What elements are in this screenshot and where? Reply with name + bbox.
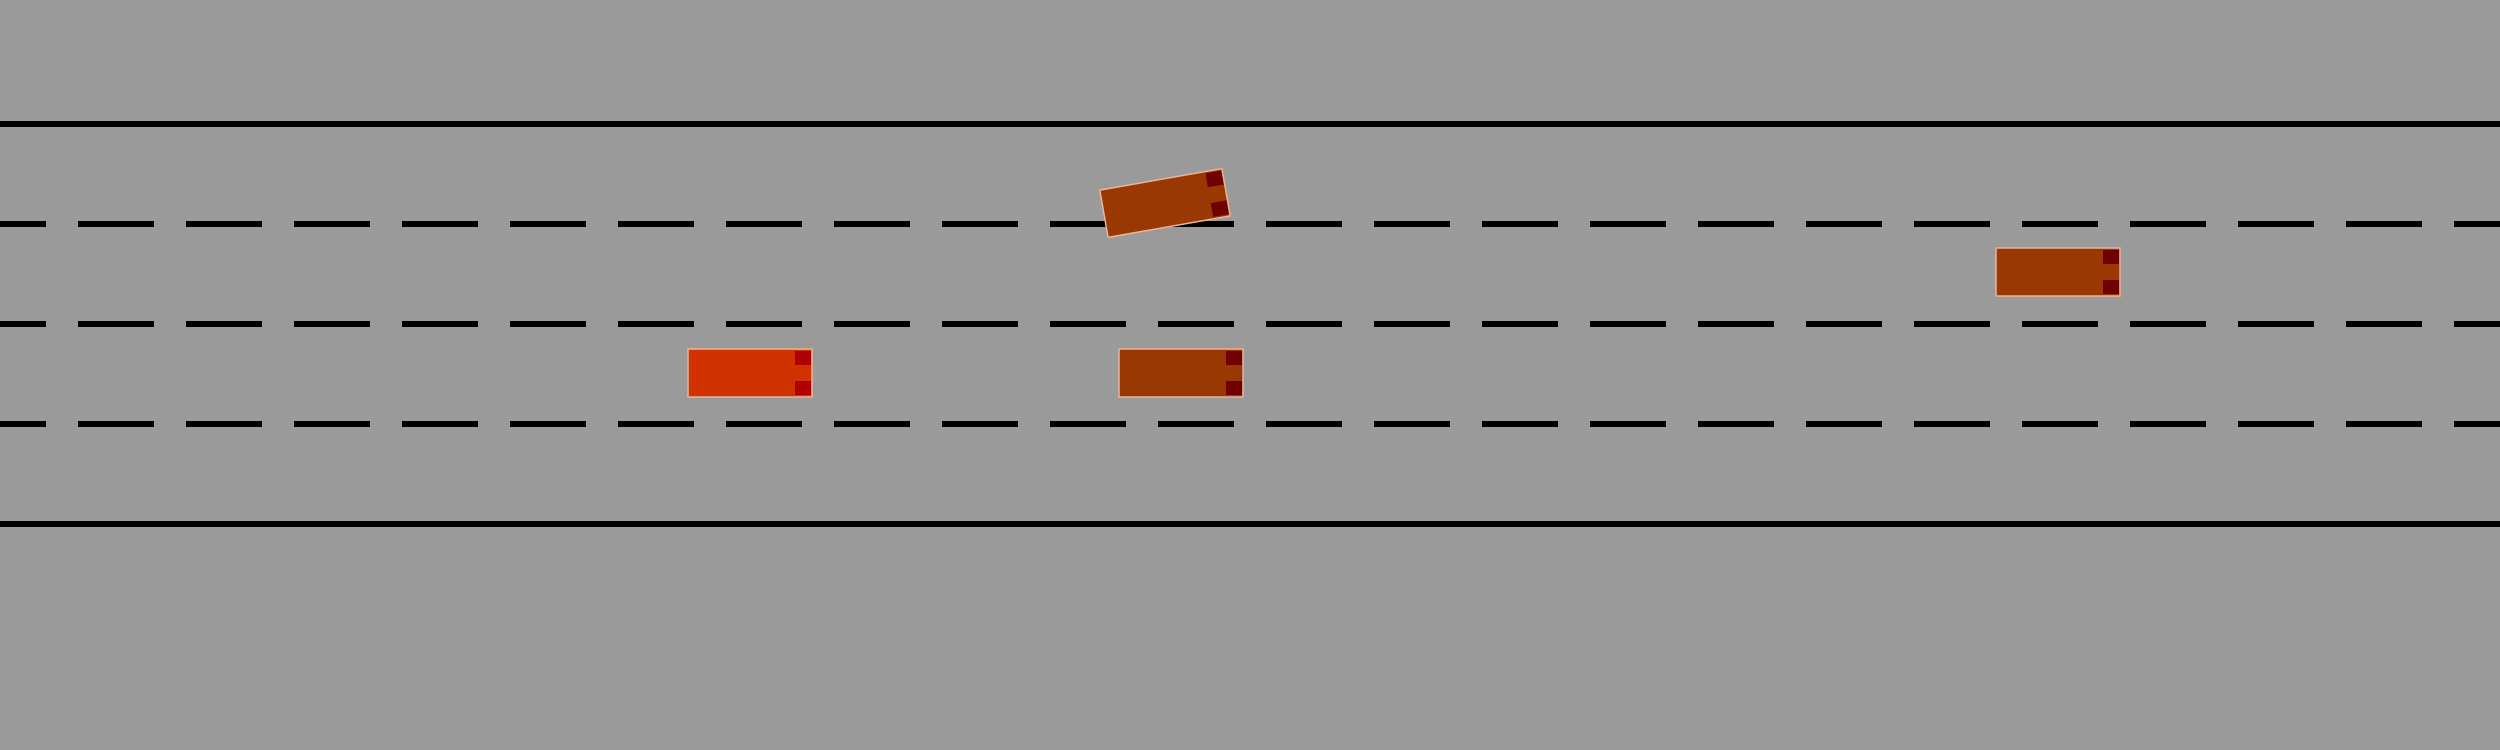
front-light-left <box>795 351 811 365</box>
other-vehicle-1 <box>1098 167 1232 239</box>
ego-vehicle <box>687 348 813 398</box>
other-vehicle-3 <box>1995 247 2121 297</box>
front-light-right <box>1226 381 1242 395</box>
front-light-right <box>795 381 811 395</box>
front-light-right <box>1210 200 1229 217</box>
lane-markings <box>0 121 2500 527</box>
vehicle-body <box>1098 167 1232 239</box>
vehicle-body <box>687 348 813 398</box>
front-light-left <box>1205 170 1224 188</box>
vehicle-body <box>1995 247 2121 297</box>
front-light-right <box>2103 280 2119 294</box>
other-vehicle-2 <box>1118 348 1244 398</box>
front-light-left <box>2103 250 2119 264</box>
vehicles <box>687 167 2121 398</box>
front-light-left <box>1226 351 1242 365</box>
vehicle-body <box>1118 348 1244 398</box>
